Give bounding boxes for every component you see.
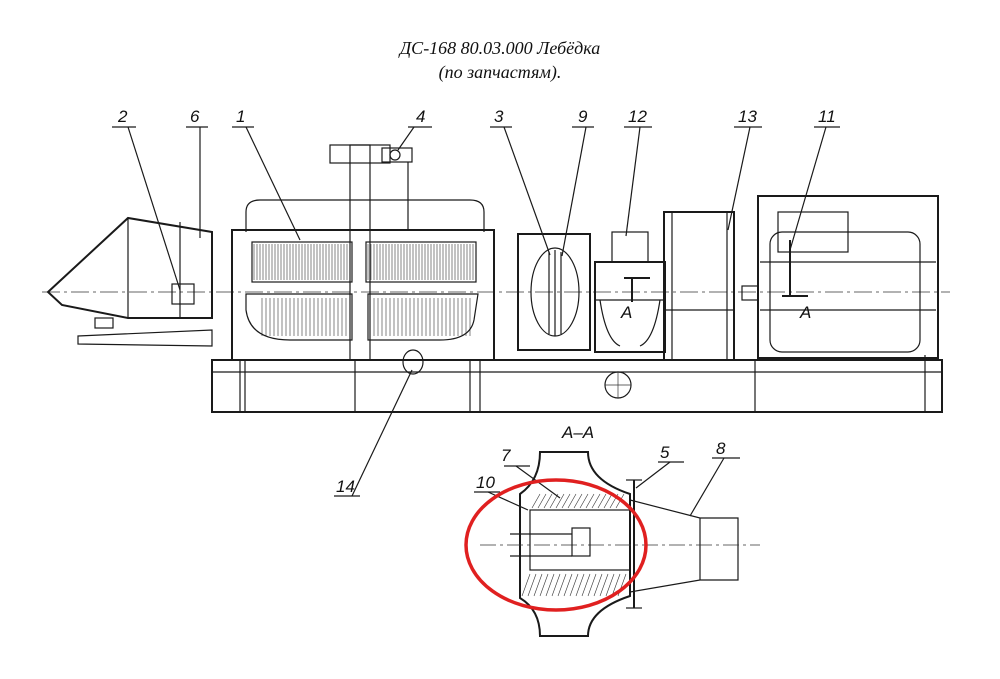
- callout-12: 12: [628, 107, 647, 126]
- highlight-ellipse: [464, 478, 648, 612]
- callout-14: 14: [336, 477, 355, 496]
- callout-4: 4: [416, 107, 425, 126]
- section-marker-left: А: [620, 303, 632, 322]
- section-title: А–А: [561, 423, 594, 442]
- callout-2: 2: [117, 107, 128, 126]
- brake-coupling: [517, 233, 591, 351]
- callout-8: 8: [716, 439, 726, 458]
- callout-3: 3: [494, 107, 504, 126]
- callout-13: 13: [738, 107, 757, 126]
- drum-assembly: [231, 144, 495, 412]
- left-cone-guard: [46, 216, 213, 347]
- drawing-title: ДС-168 80.03.000 Лебёдка: [399, 38, 601, 58]
- callout-7: 7: [501, 446, 511, 465]
- coupling-housing: [663, 211, 735, 361]
- base-frame: [211, 355, 943, 413]
- callout-labels: 2 6 1 4 3 9 12 13 11 14 7 10 5 8: [117, 107, 836, 496]
- electric-motor: [741, 195, 939, 359]
- callout-leaders: [112, 126, 840, 497]
- callout-1: 1: [236, 107, 245, 126]
- callout-5: 5: [660, 443, 670, 462]
- section-view: [474, 451, 760, 637]
- callout-6: 6: [190, 107, 200, 126]
- callout-9: 9: [578, 107, 588, 126]
- drawing-subtitle: (по запчастям).: [438, 62, 562, 82]
- callout-10: 10: [476, 473, 495, 492]
- callout-11: 11: [818, 107, 836, 126]
- section-marker-right: А: [799, 303, 811, 322]
